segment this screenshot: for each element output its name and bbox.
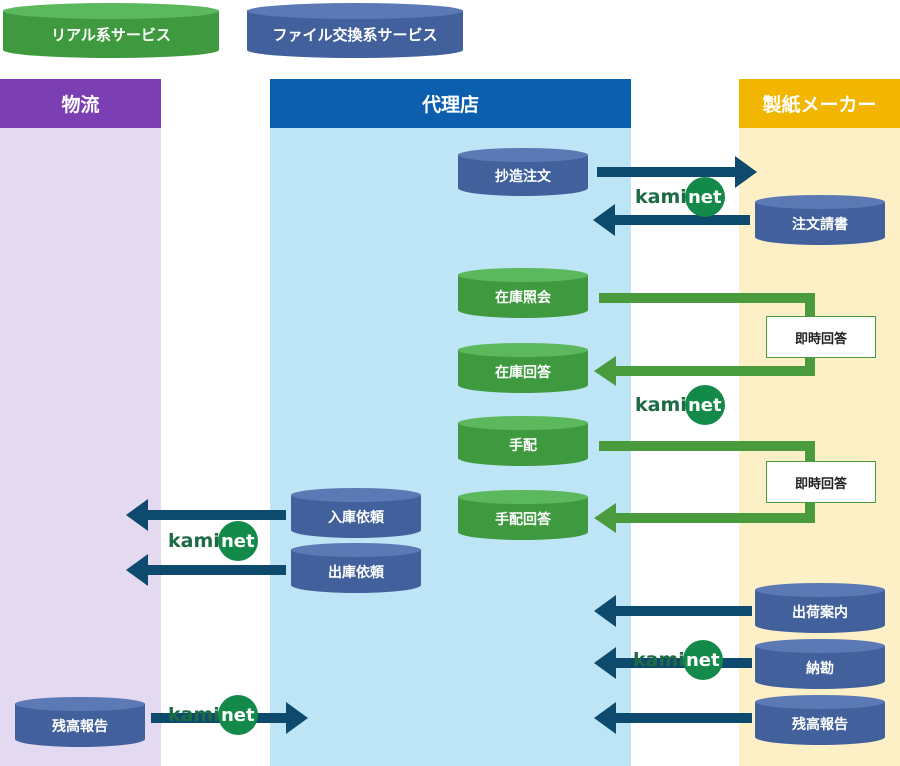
maker-zandaka-label: 残高報告 [792, 717, 848, 733]
legend-real-label: リアル系サービス [51, 26, 171, 44]
logistics-zandaka-cylinder: 残高報告 [15, 697, 145, 747]
agency-nyuko-cylinder: 入庫依頼 [291, 488, 421, 538]
agency-tehai-kaito-cylinder: 手配回答 [458, 490, 588, 540]
maker-shukka-label: 出荷案内 [792, 605, 848, 621]
kaminet-logo-kami: kami [635, 186, 687, 208]
agency-header: 代理店 [270, 79, 631, 128]
agency-tehai-kaito-label: 手配回答 [495, 512, 551, 528]
arrow-shukko-left [126, 554, 286, 586]
legend-file-service: ファイル交換系サービス [247, 3, 463, 58]
agency-zaiko-kaito-label: 在庫回答 [495, 365, 551, 381]
maker-sokuji-box-2: 即時回答 [766, 461, 876, 503]
kaminet-logo-kami: kami [635, 394, 687, 416]
kaminet-logo-net: net [684, 385, 725, 425]
line-zaiko-loop [594, 293, 815, 386]
maker-sokuji-box-1: 即時回答 [766, 316, 876, 358]
arrow-zandaka-maker-left [594, 702, 752, 734]
maker-nokan-label: 納勘 [806, 661, 834, 677]
agency-zaiko-shokai-cylinder: 在庫照会 [458, 268, 588, 318]
agency-shukko-label: 出庫依頼 [328, 565, 384, 581]
kaminet-logo-kami: kami [633, 649, 685, 671]
kaminet-logo-net: net [217, 521, 258, 561]
logistics-header: 物流 [0, 79, 161, 128]
maker-header: 製紙メーカー [739, 79, 900, 128]
line-tehai-loop [594, 441, 815, 533]
agency-tehai-label: 手配 [509, 438, 537, 454]
agency-zaiko-shokai-label: 在庫照会 [495, 290, 551, 306]
legend-file-label: ファイル交換系サービス [272, 26, 438, 44]
kaminet-logo-net: net [217, 695, 258, 735]
kaminet-logo-net: net [684, 177, 725, 217]
maker-chumon-label: 注文請書 [792, 217, 848, 233]
arrow-cho-right [597, 156, 757, 188]
maker-chumon-cylinder: 注文請書 [755, 195, 885, 245]
kaminet-logo-kami: kami [168, 530, 220, 552]
maker-zandaka-cylinder: 残高報告 [755, 695, 885, 745]
agency-zaiko-kaito-cylinder: 在庫回答 [458, 343, 588, 393]
logistics-column [0, 128, 161, 766]
maker-shukka-cylinder: 出荷案内 [755, 583, 885, 633]
legend-real-service: リアル系サービス [3, 3, 219, 58]
maker-nokan-cylinder: 納勘 [755, 639, 885, 689]
agency-shukko-cylinder: 出庫依頼 [291, 543, 421, 593]
arrow-shukka-left [594, 595, 752, 627]
kaminet-logo-net: net [682, 640, 723, 680]
agency-nyuko-label: 入庫依頼 [328, 510, 384, 526]
arrow-nyuko-left [126, 499, 286, 531]
agency-tehai-cylinder: 手配 [458, 416, 588, 466]
agency-cho-cylinder: 抄造注文 [458, 148, 588, 196]
arrow-nokan-left [594, 647, 752, 679]
kaminet-logo-kami: kami [168, 704, 220, 726]
logistics-zandaka-label: 残高報告 [52, 719, 108, 735]
agency-cho-label: 抄造注文 [495, 169, 551, 185]
arrow-chumon-left [593, 204, 750, 236]
